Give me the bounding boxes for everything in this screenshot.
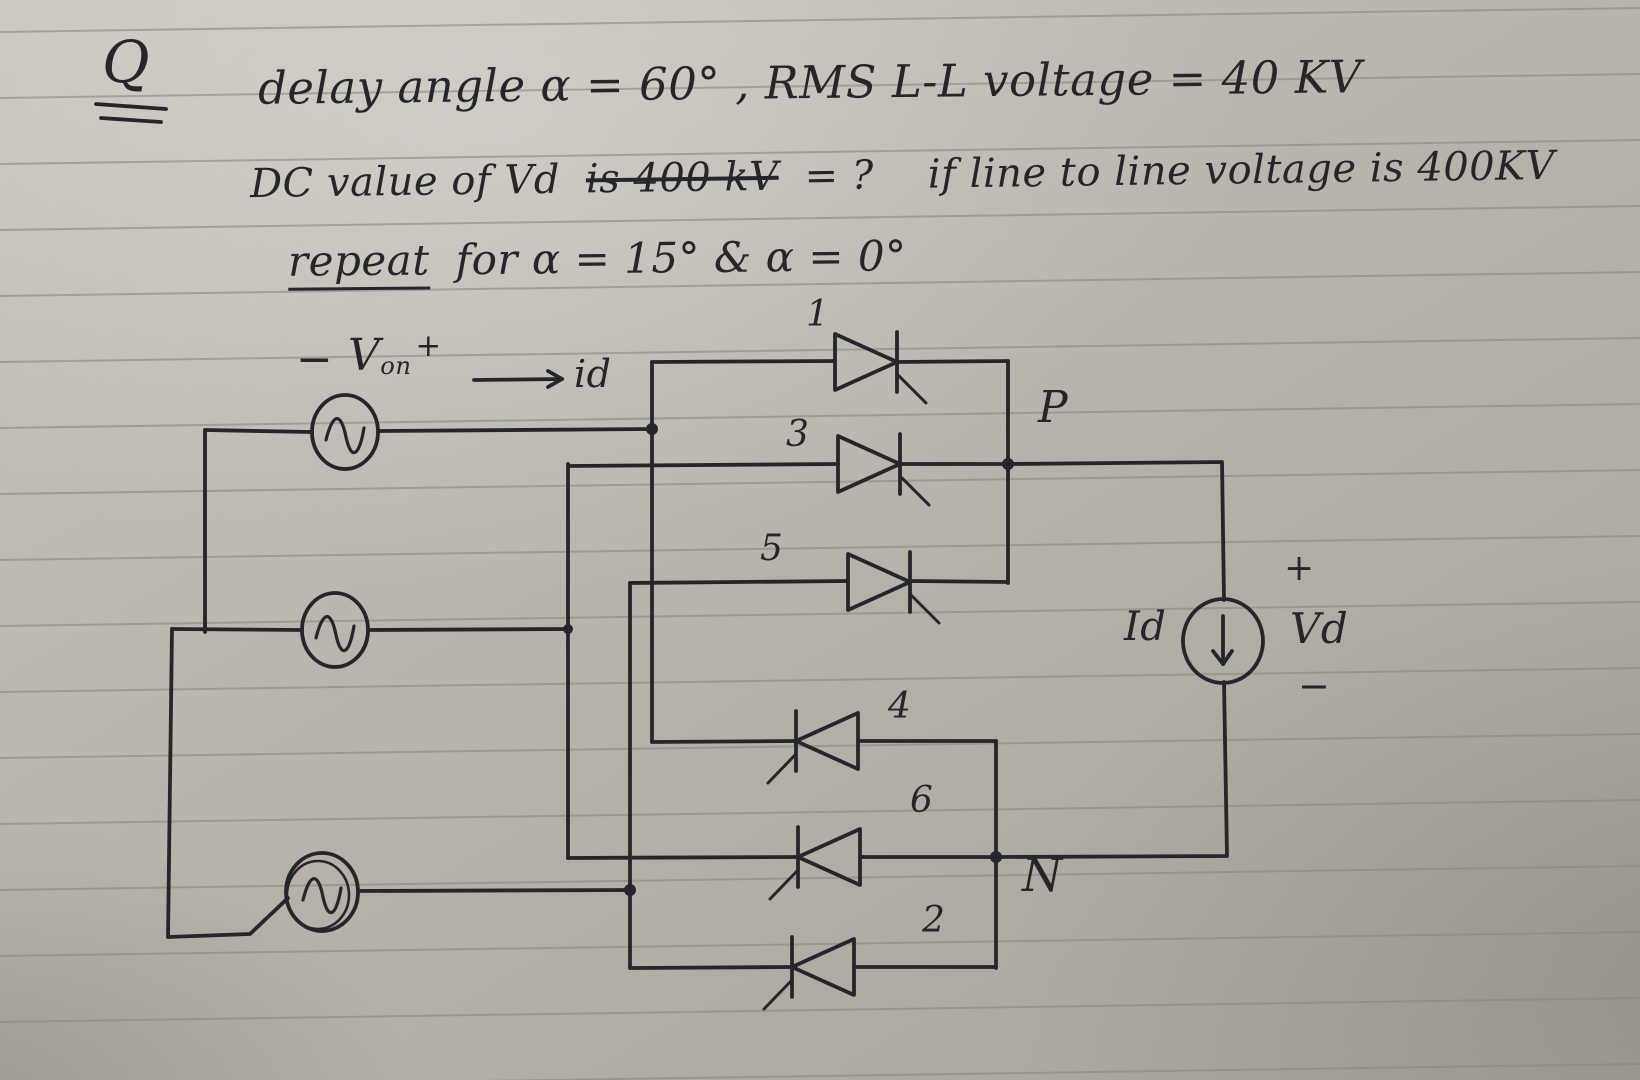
- question-line-3-underlined: repeat: [287, 235, 430, 291]
- wires: [166, 359, 1229, 970]
- thyristor-5: [846, 550, 941, 625]
- q-underline: [94, 102, 168, 124]
- wire-t5-feed: [628, 579, 850, 585]
- thyristor-2: [762, 935, 856, 1011]
- ruled-lines: [0, 7, 1640, 1080]
- thyristor-6-label: 6: [910, 780, 934, 821]
- ac-source-middle-icon: [300, 591, 370, 669]
- wire-source-top-left: [203, 428, 314, 434]
- wire-source-middle-left: [170, 627, 304, 632]
- wire-t3-feed: [566, 462, 840, 468]
- wire-source-top-right: [376, 427, 654, 433]
- load-plus-label: +: [1284, 548, 1315, 589]
- wire-t2-feed: [628, 965, 794, 970]
- thyristor-1: [833, 330, 928, 405]
- question-line-3-rest: for α = 15° & α = 0°: [455, 231, 907, 285]
- question-label: Q: [102, 28, 151, 96]
- wire-t6-feed: [566, 855, 800, 860]
- wire-t1-out: [895, 359, 1010, 364]
- question-line-2-post: if line to line voltage is 400KV: [927, 142, 1556, 198]
- question-line-3: repeat for α = 15° & α = 0°: [287, 231, 907, 291]
- thyristor-6: [768, 825, 862, 901]
- question-line-2-pre: DC value of Vd: [249, 156, 561, 208]
- thyristor-3-label: 3: [786, 414, 810, 455]
- thyristor-1-label: 1: [806, 294, 830, 335]
- von-minus-label: −: [296, 334, 334, 385]
- wire-bottom-left: [166, 896, 290, 939]
- thyristor-5-label: 5: [760, 528, 784, 569]
- question-line-2-mid: = ?: [804, 152, 875, 200]
- thyristor-4-label: 4: [888, 686, 912, 727]
- junction-dots: [563, 423, 1014, 896]
- node-p-label: P: [1038, 382, 1069, 433]
- wire-left-bus-outer: [166, 627, 174, 939]
- circuit-drawing: [94, 102, 1265, 1011]
- load-current-label: Id: [1124, 604, 1167, 650]
- thyristor-2-label: 2: [922, 900, 946, 941]
- wire-load-to-n: [994, 680, 1229, 859]
- wire-t5-out: [908, 579, 1010, 584]
- ac-source-top-icon: [310, 393, 380, 471]
- wire-source-bottom-right: [356, 888, 632, 893]
- question-line-2-struck: is 400 kV: [585, 153, 779, 203]
- von-subscript: on: [380, 352, 412, 380]
- thyristor-4: [766, 709, 860, 785]
- node-n-label: N: [1022, 848, 1063, 902]
- wire-p-to-load: [1006, 460, 1226, 602]
- ac-source-bottom-icon: [284, 851, 360, 933]
- von-plus-label: +: [415, 328, 442, 364]
- wire-t1-feed: [650, 359, 837, 364]
- von-label: Von+: [348, 328, 442, 381]
- wire-source-middle-right: [366, 627, 570, 632]
- thyristor-3: [836, 432, 931, 507]
- von-letter: V: [348, 330, 381, 381]
- id-arrow-icon: [472, 369, 564, 389]
- load-minus-label: −: [1298, 664, 1331, 708]
- id-label: id: [574, 352, 612, 396]
- wire-t4-feed: [650, 739, 798, 744]
- load-voltage-label: Vd: [1290, 604, 1349, 653]
- dc-load-meter-icon: [1181, 597, 1265, 685]
